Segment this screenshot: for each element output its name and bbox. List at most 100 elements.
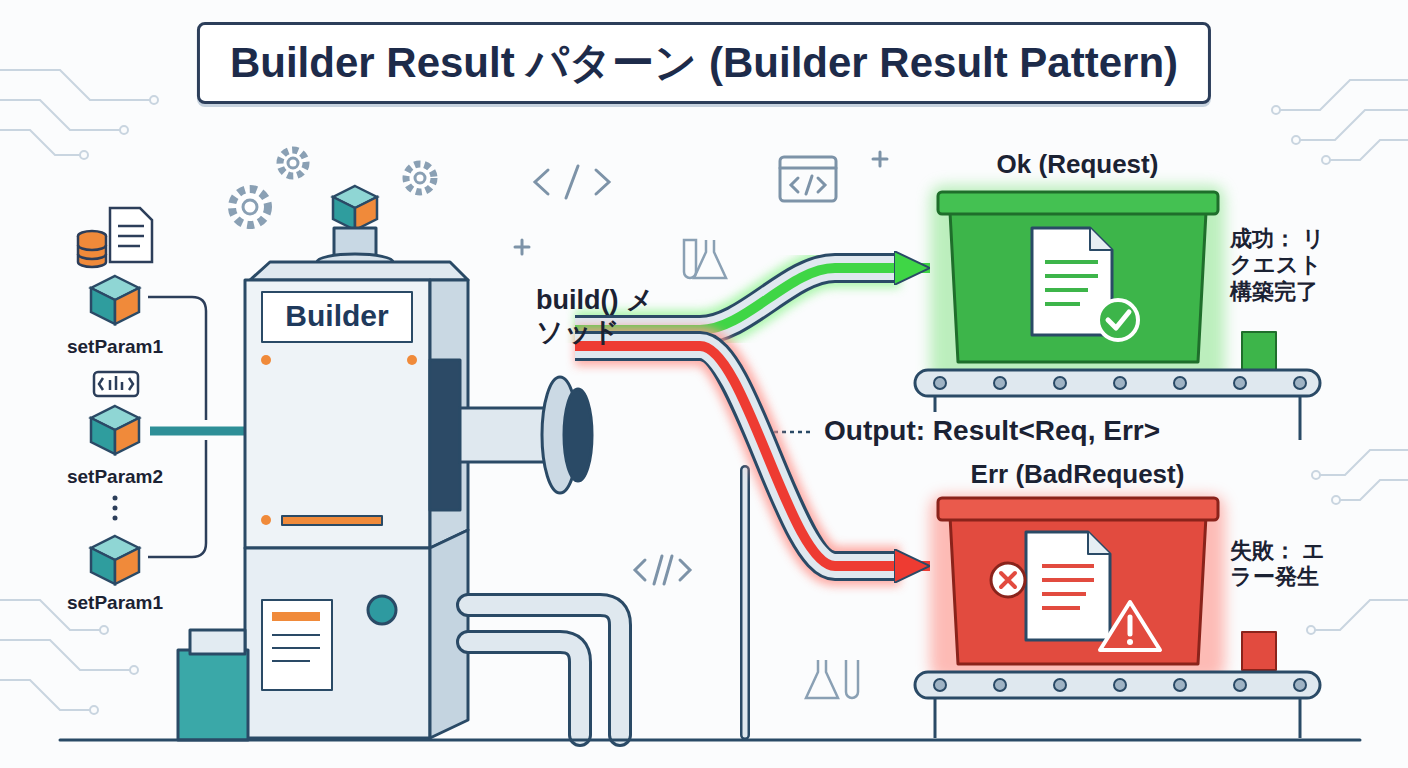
gear-icon <box>232 189 268 225</box>
failure-bin <box>1128 617 1133 634</box>
success-bin <box>1108 312 1129 328</box>
circuit-trace <box>0 640 130 670</box>
output-pipe <box>460 408 550 462</box>
failure-bin <box>1088 532 1110 554</box>
code-icon <box>791 176 825 194</box>
node-heading: Ok (Request) <box>930 149 1225 180</box>
circuit-trace <box>1280 80 1408 110</box>
success-bin <box>938 192 1218 214</box>
database-icon <box>110 208 152 262</box>
code-icon <box>780 157 836 201</box>
ellipsis-dots <box>113 506 118 511</box>
failure-bin <box>1242 632 1276 670</box>
gear-icon <box>406 164 434 192</box>
output-pipe <box>460 377 592 493</box>
builder-machine <box>272 612 320 621</box>
circuit-trace <box>1312 471 1320 479</box>
circuit-trace <box>1330 140 1408 160</box>
flask-icon <box>684 240 696 278</box>
builder-machine <box>368 596 396 624</box>
diagram-title: Builder Result パターン (Builder Result Patt… <box>197 22 1211 104</box>
conveyor-roller <box>994 377 1006 389</box>
failure-bin <box>1127 639 1133 645</box>
conveyor-roller <box>994 679 1006 691</box>
param-cube <box>355 197 377 230</box>
success-bin <box>1045 262 1098 304</box>
success-bin <box>1242 332 1276 370</box>
builder-machine <box>178 650 248 740</box>
machine-pipe <box>740 470 750 735</box>
database-icon <box>78 236 106 267</box>
circuit-trace <box>120 126 128 134</box>
circuit-trace <box>1320 450 1408 475</box>
gear-icon <box>243 200 257 214</box>
err-result-bin: Err (BadRequest) <box>930 455 1225 680</box>
builder-machine-node: Builder <box>262 292 412 342</box>
database-icon <box>78 208 152 267</box>
node-heading: Err (BadRequest) <box>930 459 1225 490</box>
ok-result-bin: Ok (Request) <box>930 145 1225 385</box>
conveyor-roller <box>1054 679 1066 691</box>
failure-bin <box>930 495 1276 680</box>
conveyor-roller <box>1054 377 1066 389</box>
circuit-trace <box>1300 110 1408 140</box>
param-cube <box>91 288 115 324</box>
result-note: 成功： リクエスト 構築完了 <box>1230 226 1347 305</box>
circuit-trace <box>100 626 108 634</box>
conveyor-roller <box>934 679 946 691</box>
failure-bin <box>1042 566 1094 608</box>
success-bin <box>930 185 1225 385</box>
param-cube <box>115 418 139 454</box>
code-icon <box>535 166 609 198</box>
circuit-trace <box>80 151 88 159</box>
param-cube <box>115 548 139 584</box>
circuit-trace <box>1322 156 1330 164</box>
conveyor-roller <box>1174 679 1186 691</box>
database-icon <box>118 226 144 246</box>
builder-machine <box>261 355 271 365</box>
ellipsis-dots <box>113 496 118 501</box>
flask-icon <box>846 660 858 698</box>
failure-bin <box>950 516 1206 664</box>
circuit-trace <box>90 706 98 714</box>
failure-bin <box>930 495 1225 680</box>
machine-pipe <box>743 470 748 735</box>
code-icon <box>515 152 887 584</box>
node-heading: Err (BadRequest) <box>971 459 1185 489</box>
circuit-trace <box>150 96 158 104</box>
builder-machine <box>262 600 332 690</box>
machine-pipe <box>468 642 580 735</box>
circuit-trace <box>0 70 150 100</box>
code-icon <box>873 152 887 166</box>
param-cube <box>91 418 115 454</box>
flask-icon <box>806 660 838 698</box>
failure-bin <box>1001 573 1015 587</box>
machine-pipe <box>60 470 1360 740</box>
conveyor <box>915 370 1320 396</box>
data-icon <box>99 376 133 390</box>
param-cube <box>333 197 355 230</box>
node-heading: Ok (Request) <box>997 149 1159 179</box>
failure-bin <box>1100 602 1160 650</box>
flask-icon <box>694 240 726 278</box>
success-bin <box>1098 300 1138 340</box>
result-note: 失敗： エラー発生 <box>1230 538 1347 591</box>
param-label: setParam2 <box>67 466 163 489</box>
circuit-trace <box>1292 136 1300 144</box>
conveyor-roller <box>1294 377 1306 389</box>
circuit-trace <box>0 680 90 710</box>
success-bin <box>930 185 1276 385</box>
builder-machine <box>178 228 468 740</box>
success-bin <box>950 212 1206 362</box>
conveyor-roller <box>1174 377 1186 389</box>
circuit-trace <box>0 100 120 130</box>
output-pipe <box>564 389 592 481</box>
machine-pipe <box>60 739 1360 742</box>
circuit-trace <box>1307 626 1315 634</box>
circuit-trace <box>0 70 1408 714</box>
failure-bin <box>991 563 1025 597</box>
circuit-trace <box>1272 106 1280 114</box>
builder-machine <box>261 515 271 525</box>
